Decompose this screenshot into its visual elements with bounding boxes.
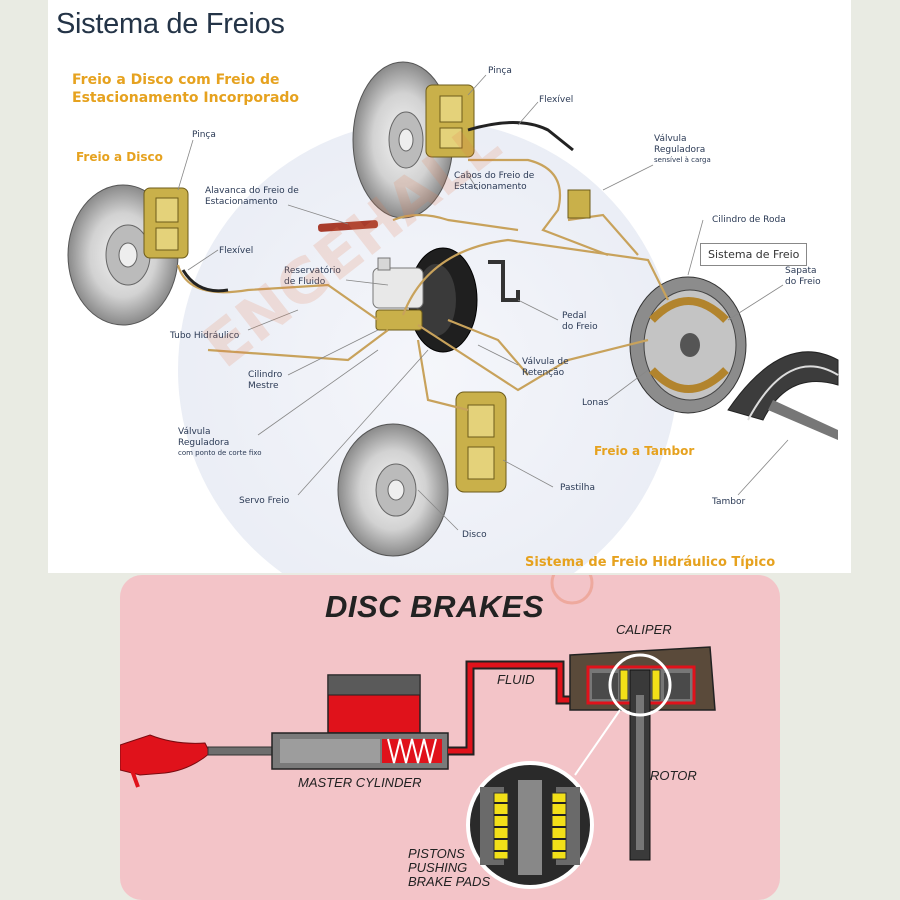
caliper-left (143, 187, 189, 259)
page-title: Sistema de Freios (56, 8, 285, 40)
label-valvula-reg-carga: Válvula Reguladora sensível à carga (654, 134, 711, 164)
section-title-disc-parking: Freio a Disco com Freio de Estacionament… (72, 72, 300, 106)
brake-drum (727, 351, 839, 440)
label-rotor: ROTOR (650, 768, 697, 783)
disc-brake-schematic (120, 575, 716, 889)
section-title-disc: Freio a Disco (76, 150, 163, 164)
drum-brake-backplate (629, 276, 747, 414)
brake-pad-left (619, 669, 629, 701)
magnifier-ring-small (608, 653, 672, 717)
brake-lines (176, 158, 669, 412)
push-rod (207, 746, 275, 756)
registered-mark (550, 575, 594, 605)
zoom-detail (466, 761, 594, 889)
disc-bottom-rotor (337, 423, 449, 557)
label-valvula-reg-corte: Válvula Reguladora com ponto de corte fi… (178, 427, 262, 457)
label-reservatorio: Reservatório de Fluido (284, 266, 341, 287)
label-servo-freio: Servo Freio (239, 496, 290, 506)
label-flexivel-top: Flexível (539, 95, 574, 105)
label-flexivel-left: Flexível (219, 246, 254, 256)
caliper-bottom (455, 391, 507, 493)
label-lonas: Lonas (582, 398, 609, 408)
master-cylinder-spring (387, 738, 437, 764)
label-alavanca: Alavanca do Freio de Estacionamento (205, 186, 299, 207)
brake-pad-right (651, 669, 661, 701)
leader-lines (177, 74, 789, 531)
caliper-top (425, 84, 475, 158)
label-tambor: Tambor (712, 497, 746, 507)
label-pedal: Pedal do Freio (562, 311, 598, 332)
parking-lever (317, 220, 379, 232)
label-cilindro-roda: Cilindro de Roda (712, 215, 786, 225)
label-pinca-left: Pinça (192, 130, 216, 140)
section-title-typical: Sistema de Freio Hidráulico Típico (525, 555, 776, 570)
section-title-drum: Freio a Tambor (594, 444, 695, 458)
label-pastilha: Pastilha (560, 483, 595, 493)
regulator-valve-load (567, 189, 591, 219)
label-fluid: FLUID (497, 672, 535, 687)
label-master-cylinder: MASTER CYLINDER (298, 775, 422, 790)
flex-hose-top (467, 121, 574, 152)
hydraulic-brake-diagram-panel: Sistema de Freios Freio a Disco com Frei… (48, 0, 851, 573)
label-pinca-top: Pinça (488, 66, 512, 76)
brake-pedal (488, 260, 520, 302)
label-pistons: PISTONS PUSHING BRAKE PADS (408, 846, 491, 889)
disc-brakes-title: DISC BRAKES (325, 589, 545, 624)
label-cabos-freio: Cabos do Freio de Estacionamento (454, 171, 535, 192)
hover-tooltip: Sistema de Freio (700, 243, 808, 266)
disc-brakes-panel: DISC BRAKES CALIPER FLUID MASTER CYLINDE… (120, 575, 780, 900)
label-caliper: CALIPER (616, 622, 672, 637)
label-cilindro-mestre: Cilindro Mestre (248, 370, 283, 391)
label-valvula-retencao: Válvula de Retenção (522, 357, 569, 378)
label-disco: Disco (462, 530, 487, 540)
flex-hose-left (181, 269, 229, 293)
label-tubo-hidraulico: Tubo Hidráulico (170, 331, 240, 341)
label-sapata: Sapata do Freio (785, 266, 821, 287)
brake-system-illustration (67, 61, 839, 573)
